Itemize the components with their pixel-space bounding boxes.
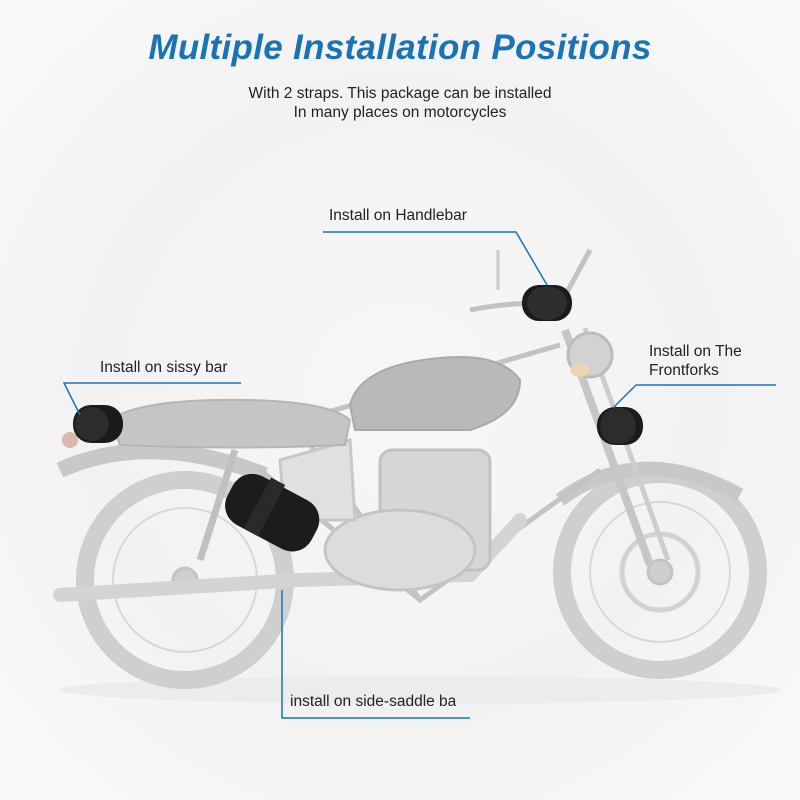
bag-handlebar <box>522 285 572 321</box>
motorcycle <box>53 248 767 689</box>
leader-line-sissy-bar <box>62 382 241 416</box>
callout-frontforks: Install on The Frontforks <box>649 342 742 380</box>
subtitle-line-2: In many places on motorcycles <box>293 104 507 121</box>
leader-line-handlebar <box>323 231 548 286</box>
callout-frontforks-line-2: Frontforks <box>649 362 719 379</box>
subtitle: With 2 straps. This package can be insta… <box>0 84 800 122</box>
callout-side-saddle: install on side-saddle ba <box>290 693 457 710</box>
subtitle-line-1: With 2 straps. This package can be insta… <box>248 85 552 102</box>
turn-signal <box>570 363 590 377</box>
tail-light <box>62 432 78 448</box>
callout-frontforks-line-1: Install on The <box>649 343 742 360</box>
bag-side-saddle <box>225 473 320 552</box>
leader-lines <box>62 231 776 719</box>
page-title: Multiple Installation Positions <box>148 28 652 67</box>
front-wheel <box>553 465 767 679</box>
callout-sissy-bar: Install on sissy bar <box>100 359 228 376</box>
rear-shock <box>196 448 239 562</box>
seat <box>108 398 352 449</box>
ground-shadow <box>60 676 780 704</box>
bag-sissy-bar <box>73 405 123 443</box>
rear-fender <box>56 443 268 483</box>
bag-frontforks <box>597 407 643 445</box>
leader-line-frontforks <box>612 384 776 409</box>
fuel-tank <box>348 355 522 431</box>
engine-cover <box>323 508 477 592</box>
leader-line-side-saddle <box>281 590 470 719</box>
callout-handlebar: Install on Handlebar <box>329 207 467 224</box>
